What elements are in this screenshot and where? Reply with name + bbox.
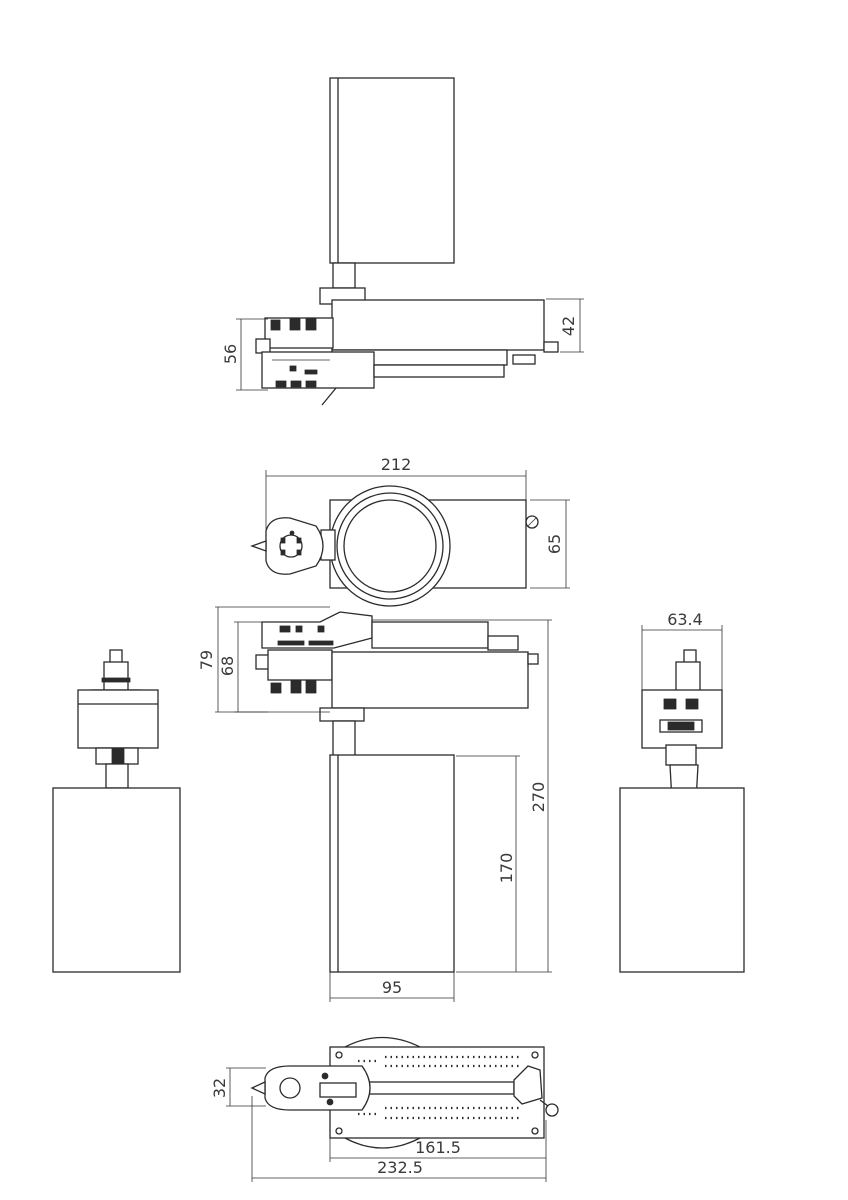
dim-63-4: 63.4 — [667, 610, 703, 629]
dim-270: 270 — [529, 782, 548, 813]
dim-95: 95 — [382, 978, 402, 997]
dim-161-5: 161.5 — [415, 1138, 461, 1157]
dim-232-5: 232.5 — [377, 1158, 423, 1177]
right-end-dimensions: 63.4 — [641, 610, 723, 690]
plan-dimensions: 212 65 — [265, 455, 570, 589]
top-side-dimensions: 56 42 — [221, 298, 584, 391]
right-end-view — [619, 649, 745, 973]
dim-212: 212 — [381, 455, 412, 474]
bottom-dimensions: 32 161.5 232.5 — [210, 1067, 547, 1182]
dim-68: 68 — [218, 656, 237, 676]
dim-170: 170 — [497, 853, 516, 884]
left-end-view — [52, 649, 181, 973]
front-view — [255, 611, 539, 973]
dim-79: 79 — [197, 650, 216, 670]
top-side-view — [255, 77, 559, 406]
front-dimensions: 79 68 270 170 95 — [197, 606, 552, 1002]
dim-65: 65 — [545, 534, 564, 554]
dim-42: 42 — [559, 316, 578, 336]
dim-56: 56 — [221, 344, 240, 364]
plan-view — [250, 485, 539, 607]
bottom-view — [250, 1036, 559, 1149]
dim-32: 32 — [210, 1078, 229, 1098]
